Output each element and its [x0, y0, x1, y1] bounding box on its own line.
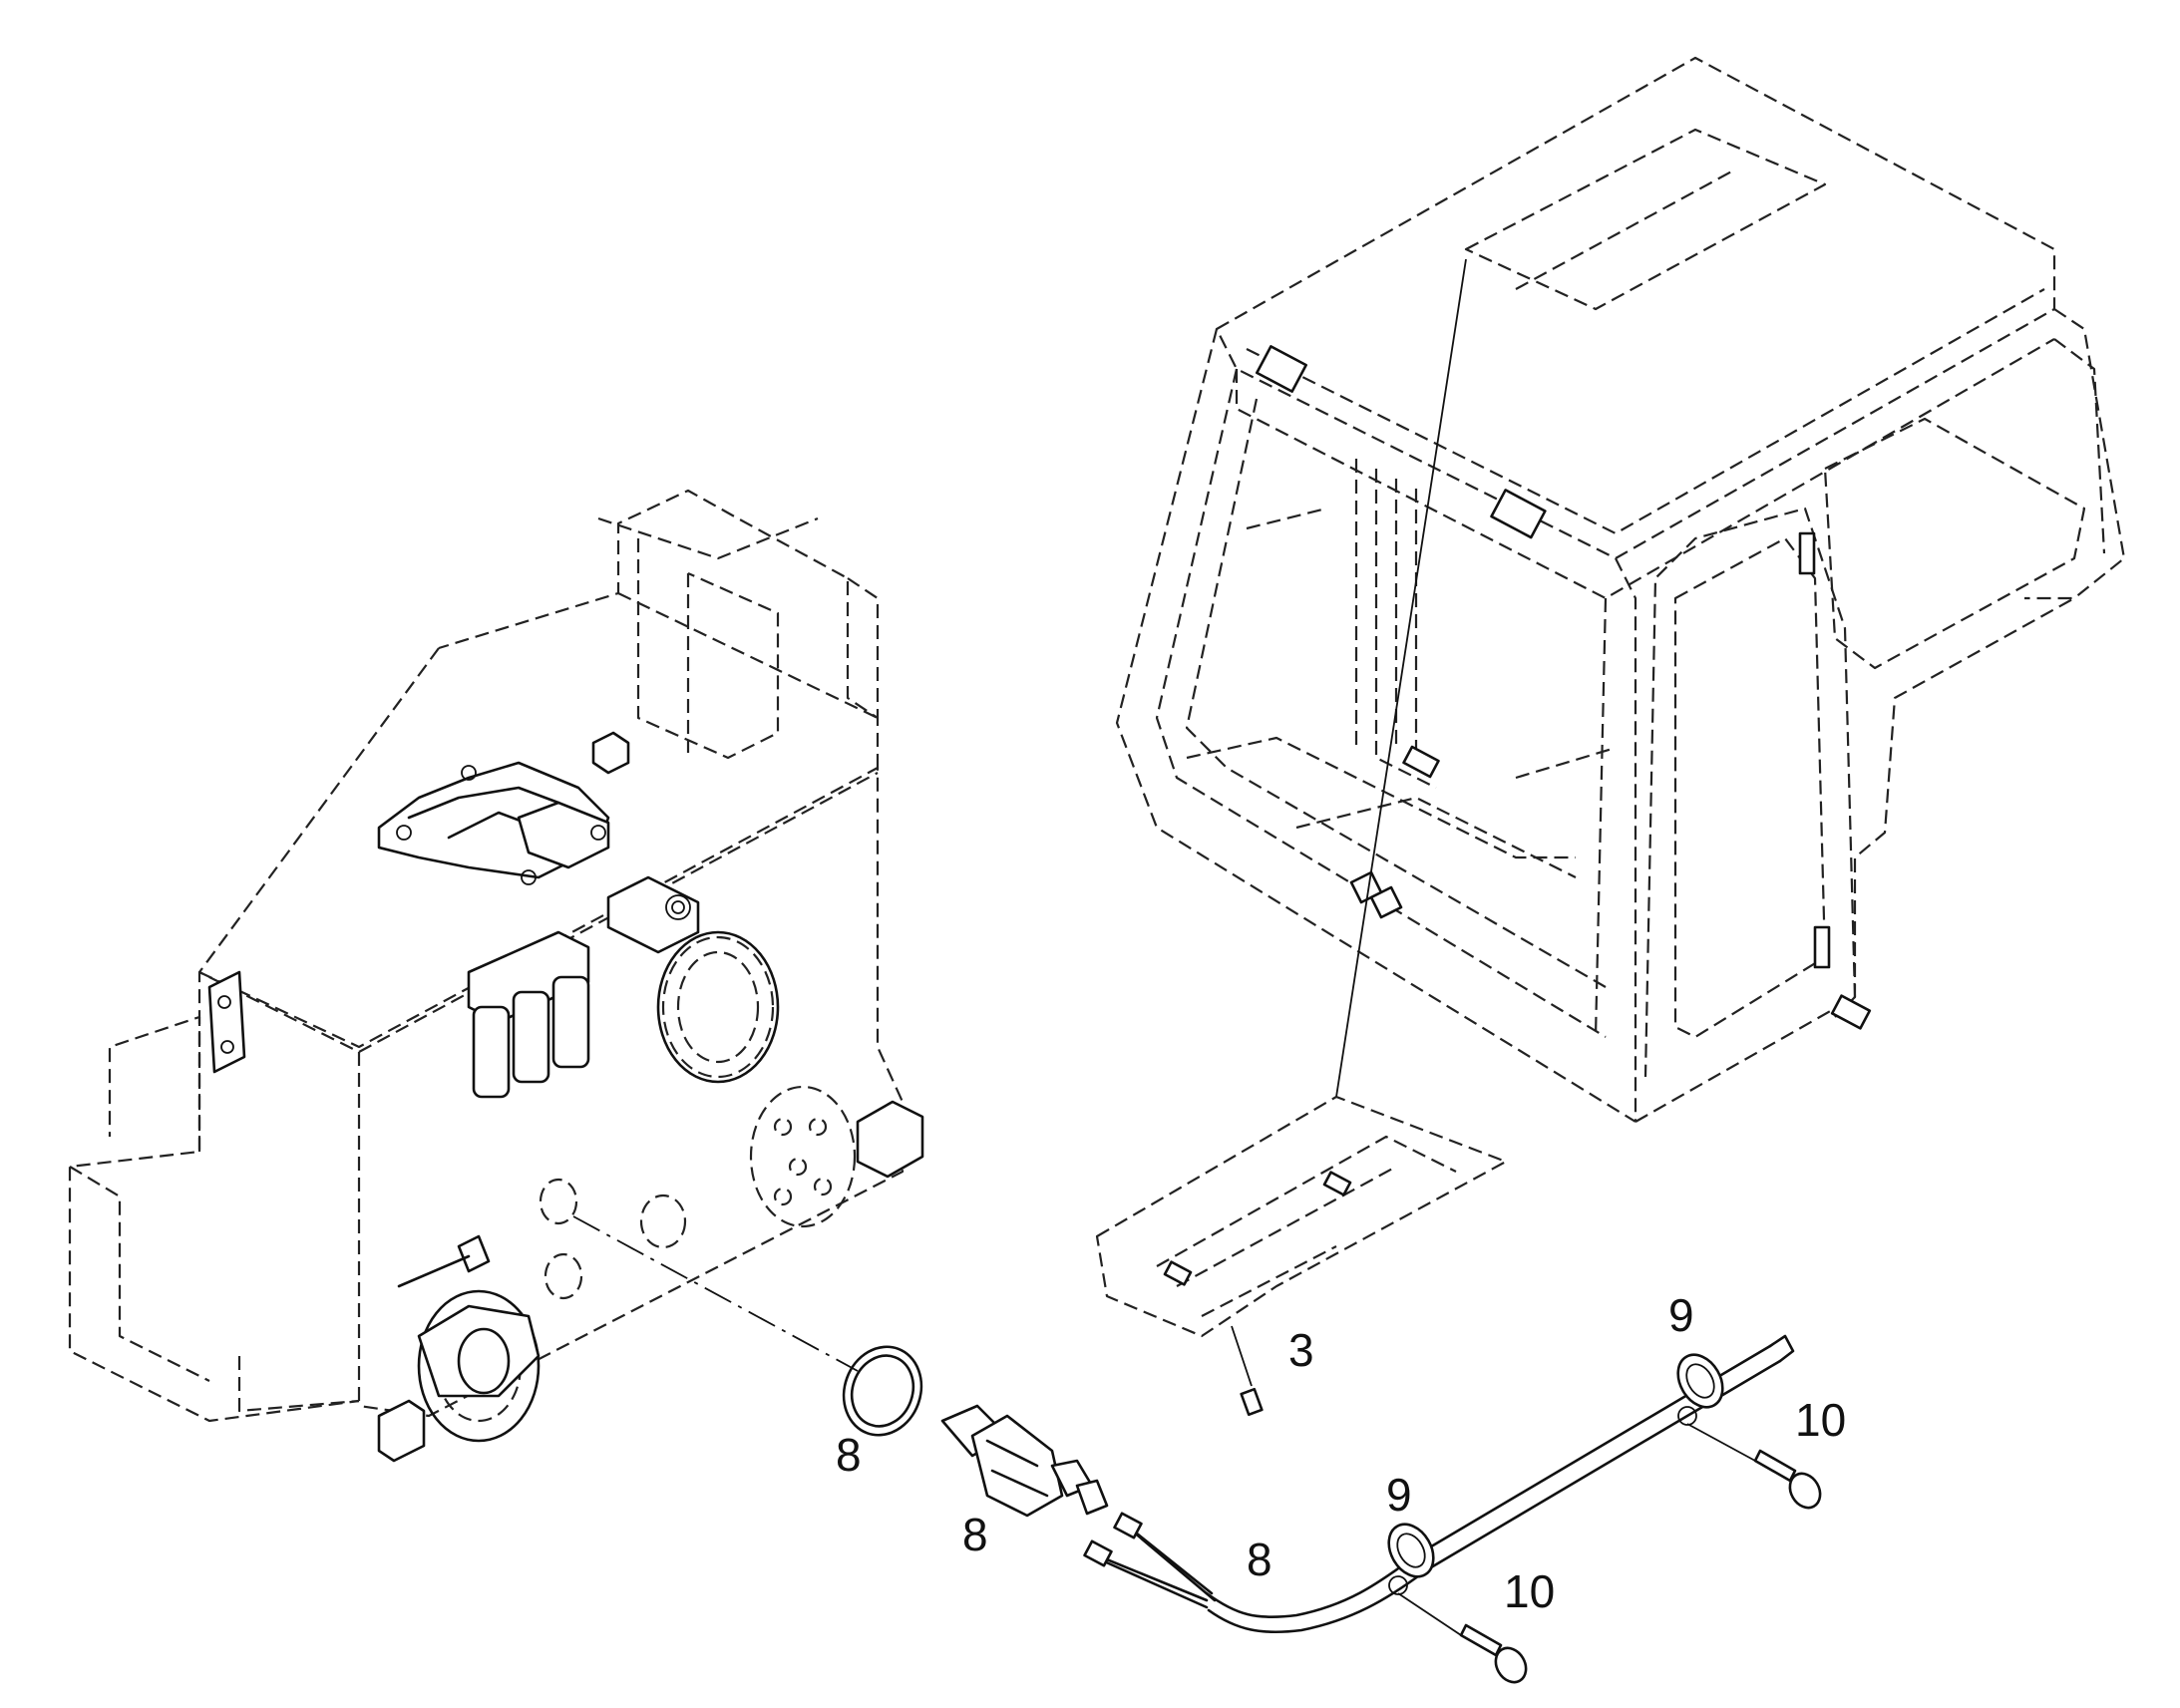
transmission-housing — [68, 489, 924, 1463]
pin-part — [1231, 1325, 1264, 1417]
floor-panel — [1095, 1095, 1508, 1338]
clamp-part-lower — [1387, 1523, 1435, 1595]
callout-9-lower: 9 — [1386, 1469, 1412, 1521]
callout-3: 3 — [1288, 1324, 1314, 1376]
leader-line-cab — [1335, 258, 1467, 1098]
wiring-harness — [1083, 1334, 1795, 1634]
callout-8-oring: 8 — [836, 1429, 862, 1481]
callout-8-switch: 8 — [962, 1509, 988, 1560]
screw-part-lower — [1397, 1592, 1528, 1684]
callout-10-upper: 10 — [1795, 1394, 1846, 1446]
o-ring-part — [842, 1345, 923, 1437]
leader-line-oring — [572, 1215, 859, 1372]
clamp-part-upper — [1676, 1353, 1724, 1426]
pressure-switch-part — [940, 1404, 1109, 1518]
callout-9-upper: 9 — [1668, 1289, 1694, 1341]
operator-cab — [1115, 56, 2126, 1123]
callout-8-harness: 8 — [1247, 1534, 1272, 1585]
screw-part-upper — [1686, 1423, 1822, 1510]
callout-10-lower: 10 — [1504, 1565, 1555, 1617]
